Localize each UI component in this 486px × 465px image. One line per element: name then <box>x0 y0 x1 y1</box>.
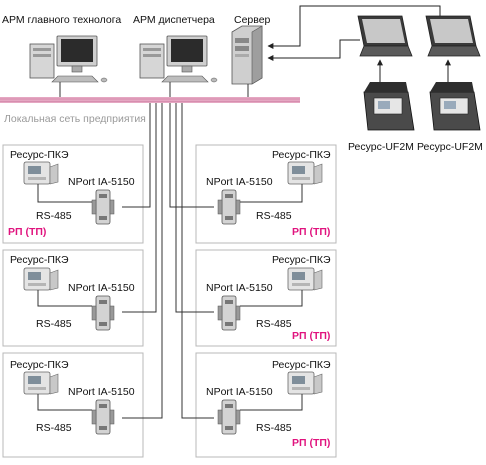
rs485-label: RS-485 <box>256 422 292 434</box>
rs485-label: RS-485 <box>36 318 72 330</box>
nport-label: NPort IA-5150 <box>68 282 135 294</box>
uf2m-label-1: Ресурс-UF2M <box>348 141 414 153</box>
rp-label: РП (ТП) <box>292 330 331 342</box>
right-internals <box>217 161 323 435</box>
rp-label: РП (ТП) <box>8 226 47 238</box>
left-internals <box>23 161 115 435</box>
device-label: Ресурс-ПКЭ <box>272 254 331 266</box>
arrow-laptop2-to-server <box>267 5 441 49</box>
substation-box-left-2 <box>2 249 144 347</box>
rs485-label: RS-485 <box>36 210 72 222</box>
lan-trunks <box>122 103 214 419</box>
rs485-label: RS-485 <box>256 210 292 222</box>
rp-label: РП (ТП) <box>292 437 331 449</box>
server-icon <box>231 25 263 85</box>
device-label: Ресурс-ПКЭ <box>10 254 69 266</box>
pc-dispatcher-icon <box>139 35 218 83</box>
substation-box-left-1 <box>2 144 144 244</box>
analyzer-case-icon-1 <box>363 81 415 131</box>
rp-label: РП (ТП) <box>292 226 331 238</box>
substation-box-right-3 <box>195 352 337 458</box>
laptop-icon-1 <box>357 15 413 57</box>
lan-bus <box>0 97 300 103</box>
nport-label: NPort IA-5150 <box>68 386 135 398</box>
substation-box-left-3 <box>2 352 144 458</box>
substation-box-right-2 <box>195 249 337 347</box>
uf2m-label-2: Ресурс-UF2M <box>417 141 483 153</box>
server-label: Сервер <box>234 14 271 26</box>
substation-box-right-1 <box>195 144 337 244</box>
pc-chief-technologist-icon <box>29 35 108 83</box>
nport-label: NPort IA-5150 <box>68 176 135 188</box>
nport-label: NPort IA-5150 <box>206 176 273 188</box>
device-label: Ресурс-ПКЭ <box>272 149 331 161</box>
device-label: Ресурс-ПКЭ <box>272 359 331 371</box>
analyzer-case-icon-2 <box>429 81 481 131</box>
lan-label: Локальная сеть предприятия <box>4 113 146 125</box>
nport-label: NPort IA-5150 <box>206 386 273 398</box>
nport-label: NPort IA-5150 <box>206 282 273 294</box>
arm-chief-label: АРМ главного технолога <box>2 14 122 26</box>
laptop-icon-2 <box>425 15 481 57</box>
device-label: Ресурс-ПКЭ <box>10 149 69 161</box>
rs485-label: RS-485 <box>36 422 72 434</box>
device-label: Ресурс-ПКЭ <box>10 359 69 371</box>
rs485-label: RS-485 <box>256 318 292 330</box>
arm-dispatcher-label: АРМ диспетчера <box>133 14 215 26</box>
arrow-laptop1-to-server <box>267 39 360 61</box>
